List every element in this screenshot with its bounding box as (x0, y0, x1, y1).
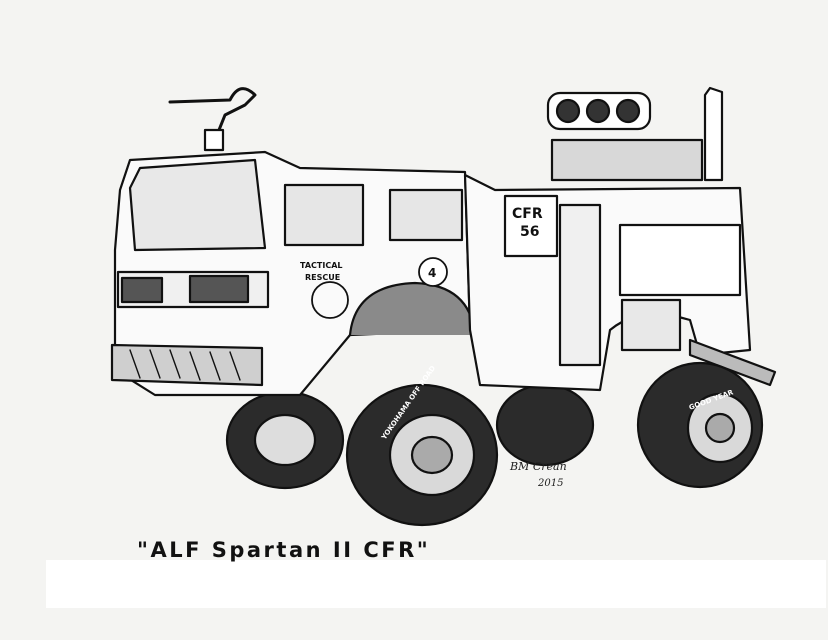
mid-tire (495, 383, 595, 467)
door-text-line1: TACTICAL (300, 261, 343, 270)
rear-body (463, 173, 777, 392)
roof-nozzle (168, 87, 257, 152)
light-bar (546, 86, 724, 182)
front-tire (345, 383, 499, 527)
door-text-line2: RESCUE (305, 273, 340, 282)
paper-strip (46, 560, 826, 608)
rear-left-tire (225, 390, 345, 490)
unit-id-line2: 56 (520, 224, 539, 240)
cab (110, 150, 477, 397)
signature-year: 2015 (537, 478, 563, 489)
rear-right-tire (636, 361, 764, 489)
signature-name: BM Crean (509, 460, 567, 473)
door-badge-number: 4 (428, 266, 436, 280)
drawing-caption: "ALF Spartan II CFR" (137, 538, 431, 562)
unit-id-line1: CFR (512, 206, 543, 222)
